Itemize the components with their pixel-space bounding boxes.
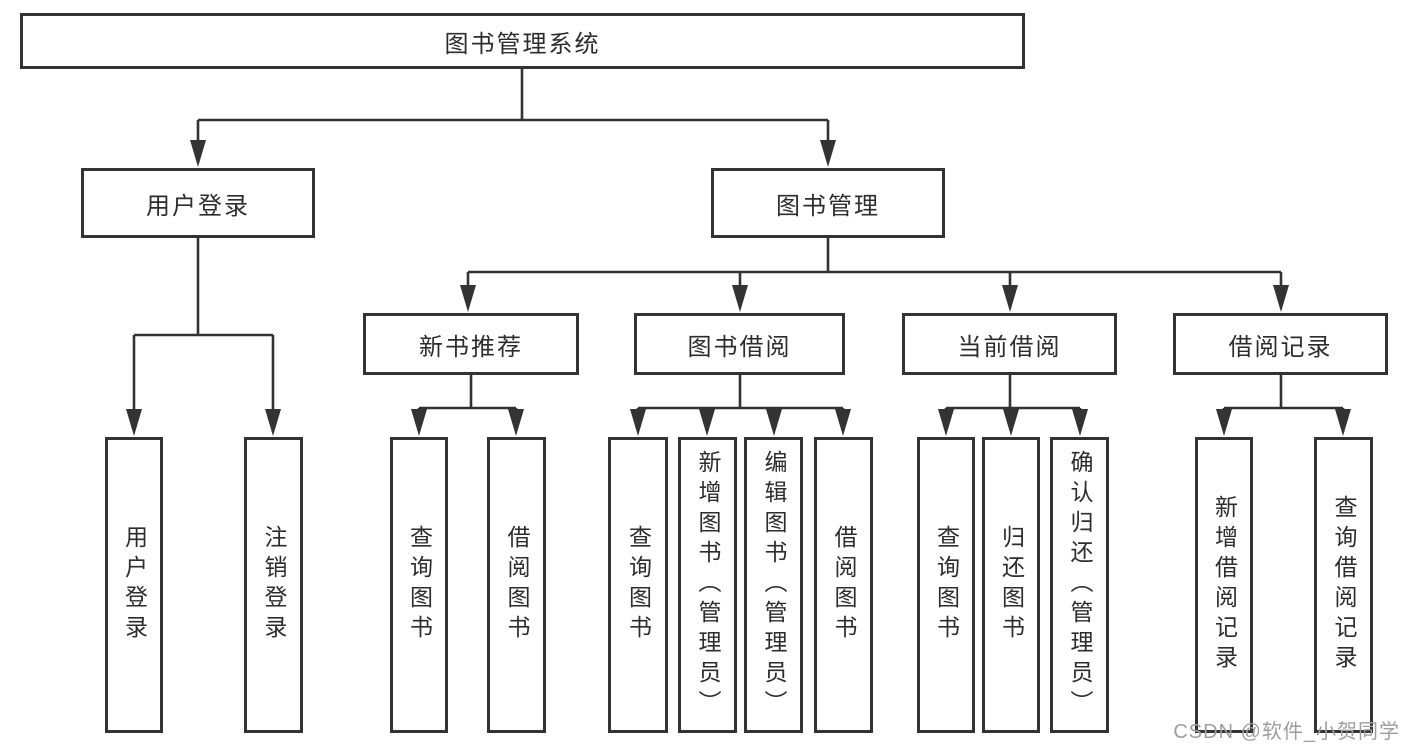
leaf-query-borrow-record-label: 查询借阅记录 — [1331, 495, 1357, 675]
leaf-add-borrow-record: 新增借阅记录 — [1195, 437, 1253, 733]
leaf-cur-query-books-label: 查询图书 — [933, 525, 960, 645]
leaf-user-login: 用户登录 — [105, 437, 163, 733]
leaf-logout: 注销登录 — [244, 437, 303, 733]
leaf-bor-query-books-label: 查询图书 — [625, 525, 652, 645]
node-current-borrowing: 当前借阅 — [902, 313, 1117, 375]
leaf-user-login-label: 用户登录 — [121, 525, 148, 645]
csdn-watermark: CSDN @软件_小贺同学 — [1173, 721, 1400, 743]
leaf-bor-add-books-admin: 新增图书（管理员） — [678, 437, 737, 733]
leaf-bor-borrow-books: 借阅图书 — [814, 437, 873, 733]
leaf-bor-edit-books-admin: 编辑图书（管理员） — [744, 437, 803, 733]
leaf-bor-borrow-books-label: 借阅图书 — [831, 525, 857, 645]
leaf-bor-edit-books-admin-label: 编辑图书（管理员） — [761, 450, 787, 720]
leaf-cur-return-books: 归还图书 — [982, 437, 1040, 733]
node-book-borrowing: 图书借阅 — [634, 313, 845, 375]
leaf-logout-label: 注销登录 — [261, 525, 287, 645]
leaf-bor-query-books: 查询图书 — [608, 437, 668, 733]
node-root: 图书管理系统 — [20, 13, 1025, 69]
leaf-rec-query-books: 查询图书 — [390, 437, 448, 733]
leaf-query-borrow-record: 查询借阅记录 — [1314, 437, 1373, 733]
leaf-cur-query-books: 查询图书 — [917, 437, 975, 733]
node-user-login: 用户登录 — [81, 168, 315, 238]
leaf-cur-return-books-label: 归还图书 — [998, 525, 1025, 645]
leaf-add-borrow-record-label: 新增借阅记录 — [1211, 495, 1238, 675]
leaf-cur-confirm-return-admin: 确认归还（管理员） — [1050, 437, 1109, 733]
leaf-rec-query-books-label: 查询图书 — [406, 525, 433, 645]
leaf-cur-confirm-return-admin-label: 确认归还（管理员） — [1067, 450, 1093, 720]
leaf-rec-borrow-books-label: 借阅图书 — [504, 525, 530, 645]
node-new-book-recommend: 新书推荐 — [363, 313, 579, 375]
leaf-bor-add-books-admin-label: 新增图书（管理员） — [695, 450, 721, 720]
leaf-rec-borrow-books: 借阅图书 — [487, 437, 546, 733]
node-borrowing-records: 借阅记录 — [1173, 313, 1388, 375]
node-book-management: 图书管理 — [711, 168, 945, 238]
